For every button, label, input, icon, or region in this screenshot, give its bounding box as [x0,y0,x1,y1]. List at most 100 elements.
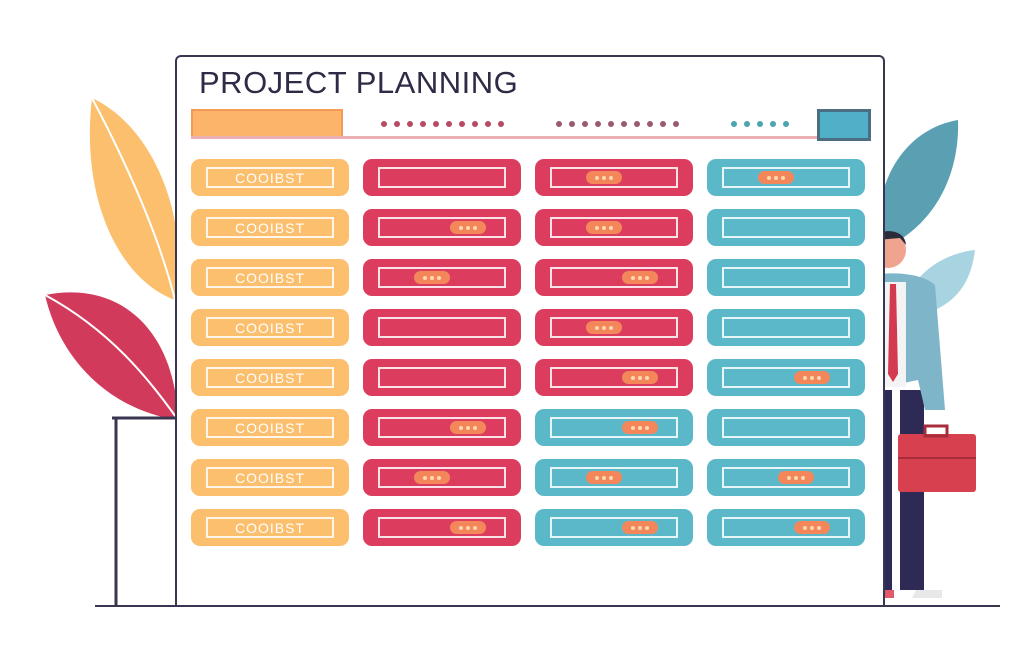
task-card[interactable] [363,309,521,346]
task-card-frame [378,317,506,338]
task-card[interactable]: COOIBST [191,209,349,246]
timeline [191,109,871,141]
task-card[interactable] [535,409,693,446]
task-card-frame [550,267,678,288]
task-card-label: COOIBST [234,319,305,336]
task-card[interactable] [363,509,521,546]
task-card[interactable]: COOIBST [191,409,349,446]
timeline-dot [459,121,465,127]
task-card[interactable] [707,209,865,246]
timeline-start-block [191,109,343,139]
task-card[interactable] [363,209,521,246]
task-card[interactable] [535,459,693,496]
task-card[interactable]: COOIBST [191,459,349,496]
task-badge [413,471,450,484]
task-card-frame: COOIBST [206,217,334,238]
task-card[interactable] [363,259,521,296]
task-card[interactable] [535,309,693,346]
task-card-frame: COOIBST [206,517,334,538]
task-badge [585,221,622,234]
timeline-dot [556,121,562,127]
task-card-label: COOIBST [234,369,305,386]
task-badge [449,521,486,534]
timeline-dot [595,121,601,127]
timeline-dot [446,121,452,127]
task-card-frame [722,167,850,188]
task-badge [621,421,658,434]
task-card-frame [378,367,506,388]
task-card[interactable] [535,159,693,196]
task-card[interactable] [707,159,865,196]
timeline-dot [673,121,679,127]
timeline-dot [582,121,588,127]
task-card[interactable] [707,359,865,396]
task-badge [621,521,658,534]
task-card[interactable] [707,259,865,296]
businessman-figure [805,231,976,598]
task-card[interactable] [363,359,521,396]
task-card[interactable] [535,259,693,296]
task-card-frame [722,317,850,338]
timeline-dot [757,121,763,127]
task-card[interactable] [707,459,865,496]
task-card-frame [550,517,678,538]
task-card-frame [550,317,678,338]
timeline-dot [634,121,640,127]
task-badge [585,471,622,484]
task-card-frame: COOIBST [206,467,334,488]
task-card[interactable] [363,459,521,496]
task-card-frame: COOIBST [206,417,334,438]
task-card-frame [550,167,678,188]
task-card[interactable] [535,359,693,396]
task-badge [449,421,486,434]
task-card[interactable]: COOIBST [191,159,349,196]
task-card[interactable] [363,409,521,446]
task-card[interactable] [363,159,521,196]
task-card[interactable]: COOIBST [191,309,349,346]
timeline-dot [407,121,413,127]
task-card[interactable] [535,209,693,246]
task-badge [778,471,815,484]
task-grid: COOIBST COOIBST COOIBST COOIBST COOIBST COOIB… [191,159,865,546]
timeline-dot [381,121,387,127]
task-card-frame [722,467,850,488]
red-leaf-icon [44,292,179,421]
task-badge [793,371,830,384]
task-card-frame [722,517,850,538]
task-card-frame [722,367,850,388]
timeline-dot [472,121,478,127]
task-card-frame [722,217,850,238]
timeline-dot [608,121,614,127]
task-card-frame [550,217,678,238]
timeline-dot [783,121,789,127]
task-card-frame [378,167,506,188]
timeline-dots [731,121,789,127]
task-badge [585,321,622,334]
timeline-dot [621,121,627,127]
task-card[interactable] [707,509,865,546]
task-card[interactable] [707,309,865,346]
timeline-dot [569,121,575,127]
task-badge [757,171,794,184]
task-card[interactable]: COOIBST [191,509,349,546]
task-card[interactable] [707,409,865,446]
task-card-frame [722,417,850,438]
side-table [112,416,178,605]
task-card[interactable] [535,509,693,546]
timeline-dot [420,121,426,127]
timeline-dots [556,121,679,127]
task-card-label: COOIBST [234,469,305,486]
timeline-line [191,136,871,139]
task-card-frame: COOIBST [206,267,334,288]
task-card[interactable]: COOIBST [191,359,349,396]
task-badge [413,271,450,284]
task-card-frame [550,367,678,388]
task-card-frame: COOIBST [206,167,334,188]
timeline-end-block [817,109,871,141]
task-card-label: COOIBST [234,419,305,436]
timeline-dot [394,121,400,127]
timeline-dot [498,121,504,127]
task-card-frame [550,467,678,488]
timeline-dots [381,121,504,127]
task-card[interactable]: COOIBST [191,259,349,296]
